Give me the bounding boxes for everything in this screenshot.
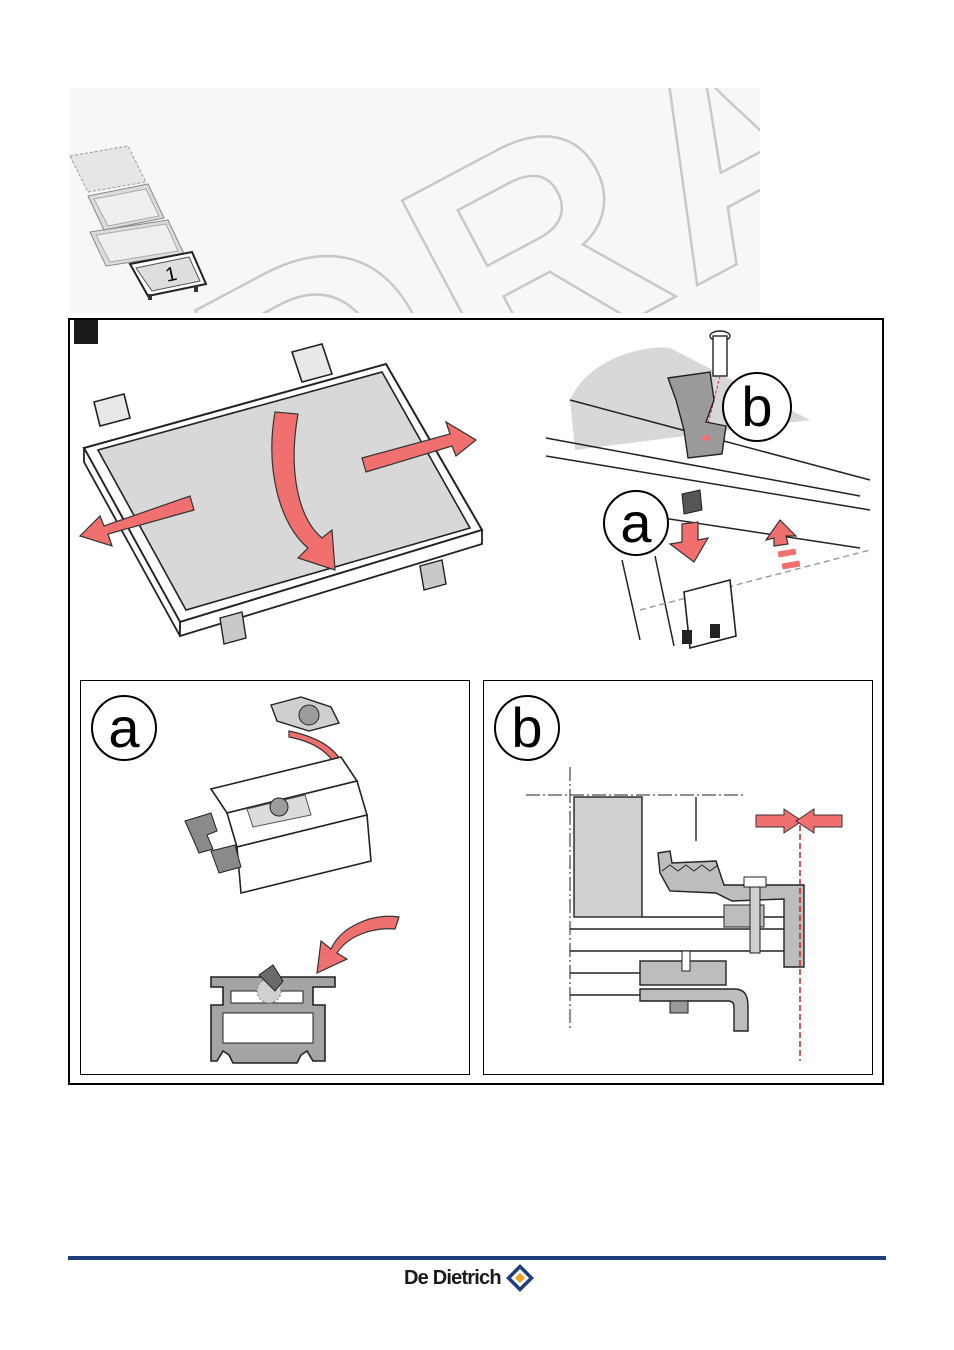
clamp-cross-section-illustration [520, 761, 860, 1061]
rail-cross-section [211, 965, 335, 1063]
detail-panel-a: a [80, 680, 470, 1075]
callout-b: b [722, 372, 792, 442]
module-ghost [70, 146, 146, 192]
brand-diamond-icon [504, 1262, 536, 1294]
slot-nut-part [271, 697, 339, 731]
panel-clip-right [420, 560, 446, 590]
rail-profile-3d [185, 757, 371, 893]
callout-a: a [603, 490, 669, 556]
mounting-rail-right [292, 344, 332, 382]
arrow-insert-down [670, 522, 708, 562]
end-cap [682, 580, 736, 648]
brand-logo: De Dietrich [404, 1262, 536, 1294]
detail-panel-b: b [483, 680, 873, 1075]
slot-nut-insertion-illustration [171, 691, 451, 1071]
mounting-rail-left [94, 394, 130, 426]
brand-name: De Dietrich [404, 1267, 501, 1290]
panel-clip-front [220, 612, 246, 644]
arrow-rotate [317, 916, 399, 973]
arrow-slide-up [766, 520, 800, 570]
module-stack-thumbnail: 1 [68, 144, 218, 314]
slot-nut [682, 490, 702, 514]
panel-b-label: b [494, 695, 560, 761]
footer-rule [68, 1256, 886, 1260]
panel-a-label: a [91, 695, 157, 761]
